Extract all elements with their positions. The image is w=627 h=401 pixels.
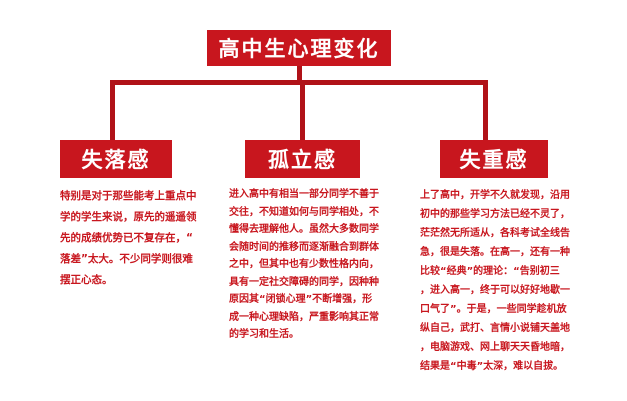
text-isolation: 进入高中有相当一部分同学不善于交往，不知道如何与同学相处，不懂得去理解他人。虽然… [229, 186, 379, 344]
text-line: 口气了”。于是，一些同学趁机放 [420, 304, 567, 315]
text-line: 交往，不知道如何与同学相处，不 [229, 206, 379, 218]
text-line: 特别是对于那些能考上重点中 [60, 190, 197, 202]
text-loss: 特别是对于那些能考上重点中学的学生来说，原先的遥遥领先的成绩优势已不复存在，“ 落… [60, 186, 197, 291]
text-line: 比较“经典”的理论：“告别初三 [420, 266, 560, 277]
text-line: 学的学生来说，原先的遥遥领 [60, 211, 197, 223]
text-line: 纵自己，武打、言情小说铺天盖地 [420, 323, 570, 334]
text-weightlessness: 上了高中，开学不久就发现，沿用初中的那些学习方法已经不灵了， 茫茫然无所适从，各科… [420, 186, 570, 376]
connector-line [297, 66, 302, 84]
diagram-title: 高中生心理变化 [207, 30, 391, 66]
text-line: 初中的那些学习方法已经不灵了， [420, 209, 570, 220]
connector-line [110, 80, 488, 85]
text-line: 之中，但其中也有少数性格内向， [229, 259, 379, 270]
connector-line [483, 80, 488, 140]
heading-isolation: 孤立感 [245, 140, 360, 178]
text-line: 先的成绩优势已不复存在，“ [60, 232, 193, 244]
text-line: 茫茫然无所适从，各科考试全线告 [420, 228, 570, 239]
text-line: 进入高中有相当一部分同学不善于 [229, 189, 379, 200]
text-line: 摆正心态。 [60, 274, 113, 286]
text-line: 具有一定社交障碍的同学，因种种 [229, 276, 379, 288]
text-line: 结果是“中毒”太深，难以自拔。 [420, 361, 564, 372]
text-line: 会随时间的推移而逐渐融合到群体 [229, 241, 379, 253]
text-line: 原因其“闭锁心理”不断增强，形 [229, 294, 373, 305]
text-line: ，进入高一，终于可以好好地歇一 [420, 285, 570, 296]
connector-line [110, 80, 115, 140]
heading-weightlessness: 失重感 [440, 140, 548, 178]
text-line: 急，很是失落。在高一，还有一种 [420, 247, 570, 258]
connector-line [300, 80, 305, 140]
text-line: 的学习和生活。 [229, 329, 299, 340]
text-line: 成一种心理缺陷，严重影响其正常 [229, 311, 379, 323]
text-line: 上了高中，开学不久就发现，沿用 [420, 190, 570, 201]
heading-loss: 失落感 [60, 140, 172, 178]
text-line: ，电脑游戏、网上聊天天昏地暗， [420, 342, 570, 353]
text-line: 懂得去理解他人。虽然大多数同学 [229, 224, 379, 235]
text-line: 落差”太大。不少同学则很难 [60, 253, 193, 265]
